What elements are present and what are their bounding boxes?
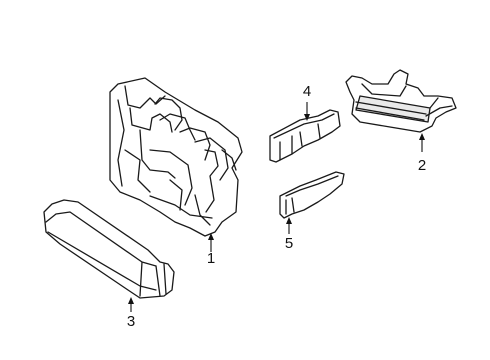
part-3-lower-cover	[43, 199, 175, 299]
callout-2-label: 2	[418, 157, 426, 174]
callout-4-label: 4	[303, 83, 311, 100]
part-5-fuse-holder	[279, 171, 345, 219]
part-1-fuse-relay-box	[109, 77, 243, 237]
leader-2	[419, 133, 425, 152]
part-4-relay-bracket	[269, 109, 341, 163]
part-2-upper-bracket	[345, 69, 457, 133]
callout-1-label: 1	[207, 250, 215, 267]
leader-3	[128, 297, 134, 312]
callout-5-label: 5	[285, 235, 293, 252]
leader-1	[208, 233, 214, 252]
leader-4	[304, 102, 310, 121]
callout-3-label: 3	[127, 313, 135, 330]
leader-5	[286, 217, 292, 234]
